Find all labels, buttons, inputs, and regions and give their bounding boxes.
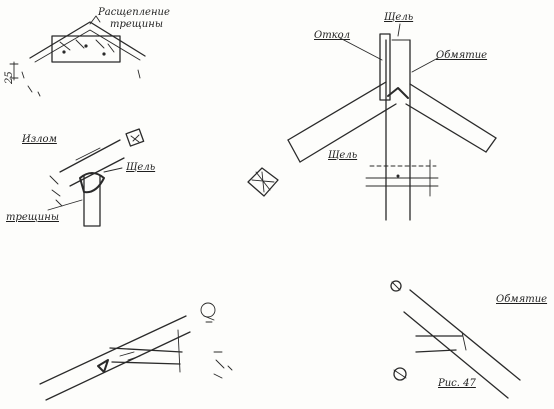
ridge-overlay-plate [51,35,121,63]
tie-bolt [396,174,400,178]
section-round-bottom [393,367,407,381]
label-gap-left: Щель [126,162,155,173]
horizontal-member [415,335,463,353]
small-marks [213,351,225,379]
chipped-leader [339,37,383,61]
edge-strokes [21,71,41,97]
lower-rafter [39,315,191,401]
label-splitting: Расщепление [97,7,170,18]
compression-corner: Обмятие Рис. 47 [390,280,547,399]
crack-ticks [49,175,63,207]
label-compression-bottom: Обмятие [496,294,547,305]
right-rafter [405,83,497,153]
left-rafter-end [287,139,301,163]
small-mark-2 [227,365,233,371]
fracture-hatch [75,147,101,161]
fracture-beam-top [59,139,121,173]
section-diamond-marks [251,171,275,193]
crack-marks [59,39,115,53]
bolt-3 [102,52,106,56]
label-chipped: Откол [314,30,350,41]
diagonal-member [403,289,521,399]
horizontal-beam [109,347,183,365]
beam-end [177,329,181,373]
section-circle [200,302,216,318]
ridge-rafters-inner [34,29,141,63]
post-outline [385,39,411,221]
section-square-1 [125,128,145,147]
section-round-top [390,280,402,292]
post-chipped-piece [379,33,391,101]
label-compression: Обмятие [436,50,487,61]
ridge-splitting-detail: Расщепление трещины 25 [4,7,170,97]
section-circle-base [203,315,215,323]
cross-tie [365,177,439,187]
rafter-post-joint: Откол Щель Обмятие Щель [247,12,497,221]
label-cracks: трещины [6,212,59,223]
rafter-beam-joint [39,302,233,401]
compression-leader [411,57,439,73]
gap-top-leader [397,23,401,37]
label-gap-top: Щель [384,12,413,23]
crack-leader [47,199,83,211]
dimension-mark [9,61,19,81]
label-dimension: 25 [4,71,15,85]
label-splitting-cracks: трещины [110,19,163,30]
edge-strokes-right [137,69,141,79]
label-gap-right: Щель [328,150,357,161]
fracture-beam-bottom [69,157,125,187]
joint-knot [97,359,109,373]
member-joint [461,331,467,351]
section-round-marks [391,281,407,379]
figure-caption: Рис. 47 [437,378,476,389]
joint-marks [119,351,141,361]
label-leader-split [89,15,101,25]
section-diamond [247,167,279,197]
right-rafter-end [485,137,497,153]
fracture-knot [79,172,105,194]
bolt-1 [62,50,66,54]
section-square-1-marks [130,134,140,143]
fracture-post [83,175,101,227]
bolt-2 [84,44,88,48]
left-rafter [287,81,397,163]
fracture-detail: Излом Щель трещины [6,128,155,227]
ridge-rafters-outline [29,21,146,59]
joint-compression [387,87,409,99]
label-fracture: Излом [21,134,57,145]
gap-leader [103,167,123,173]
